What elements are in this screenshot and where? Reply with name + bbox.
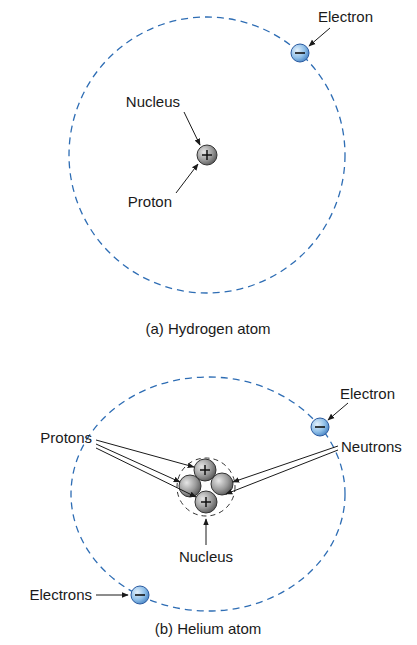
electrons-label: Electrons: [29, 586, 92, 604]
proton-ball: [197, 145, 217, 165]
leader-line: [176, 164, 198, 193]
electron-ball: [311, 418, 329, 436]
electron-ball: [131, 586, 149, 604]
leader-line: [96, 444, 180, 482]
leader-line: [309, 28, 330, 46]
leader-line: [96, 595, 128, 596]
figure-caption: (b) Helium atom: [155, 620, 262, 638]
neutrons-label: Neutrons: [341, 438, 402, 456]
proton-label: Proton: [128, 193, 172, 211]
electron-label: Electron: [318, 8, 373, 26]
nucleus-label: Nucleus: [179, 548, 233, 566]
leader-line: [96, 448, 196, 497]
electron-ball: [291, 44, 309, 62]
leader-line: [206, 519, 207, 545]
proton-ball: [195, 491, 217, 513]
leader-line: [96, 440, 194, 467]
figure-caption: (a) Hydrogen atom: [145, 320, 270, 338]
leader-line: [233, 446, 338, 482]
nucleus-boundary: [177, 458, 235, 516]
protons-label: Protons: [40, 429, 92, 447]
leader-line: [226, 450, 338, 494]
proton-ball: [194, 459, 216, 481]
electron-orbit: [69, 17, 345, 293]
leader-line: [328, 403, 348, 420]
electron-label: Electron: [340, 385, 395, 403]
nucleus-label: Nucleus: [126, 93, 180, 111]
leader-line: [184, 112, 200, 145]
electron-orbit: [71, 377, 345, 611]
